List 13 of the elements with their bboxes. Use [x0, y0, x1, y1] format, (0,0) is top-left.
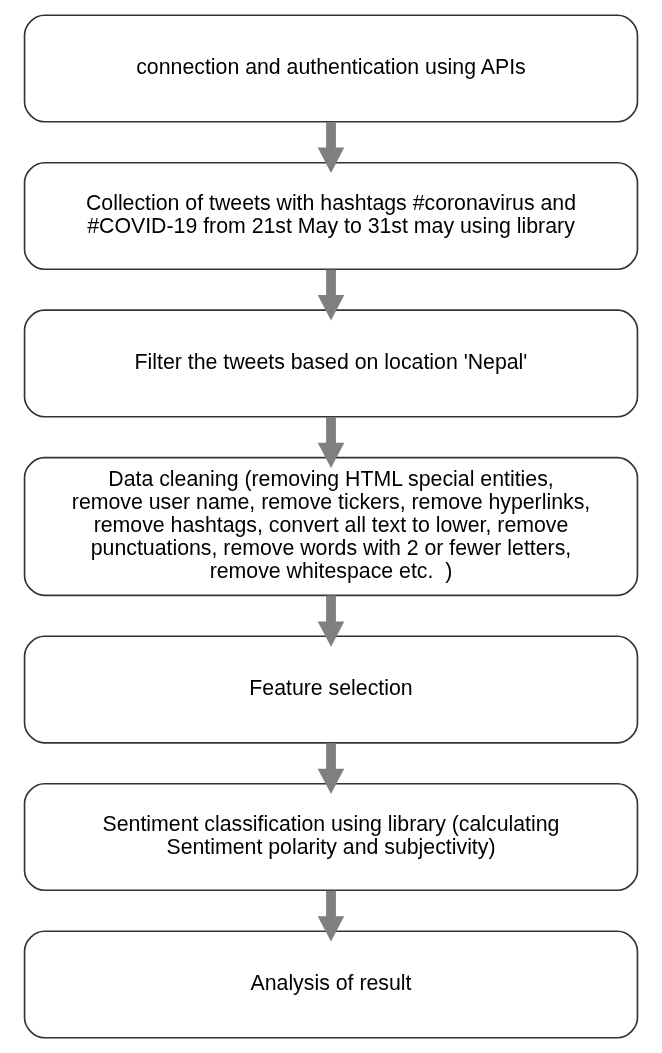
node-box: connection and authentication using APIs	[23, 14, 639, 123]
node-box: Data cleaning (removing HTML special entities, remove user name, remove tickers, remove hyperlinks, remove hashtags, convert all text to lower, remove punctuations, remove words with 2 or fewer letters, remove whitespace etc. )	[23, 456, 639, 597]
node-box: Collection of tweets with hashtags #coronavirus and #COVID-19 from 21st May to 31st may using library	[23, 161, 639, 271]
node-box: Feature selection	[23, 635, 639, 744]
arrow	[317, 416, 345, 469]
arrow	[317, 743, 345, 794]
arrow	[317, 269, 345, 321]
node-box: Analysis of result	[23, 930, 639, 1039]
arrow	[317, 122, 345, 173]
arrow	[317, 595, 345, 647]
node-box: Filter the tweets based on location 'Nepal'	[23, 309, 639, 418]
arrow	[317, 890, 345, 942]
node-box: Sentiment classification using library (calculating Sentiment polarity and subjectivity)	[23, 782, 639, 892]
